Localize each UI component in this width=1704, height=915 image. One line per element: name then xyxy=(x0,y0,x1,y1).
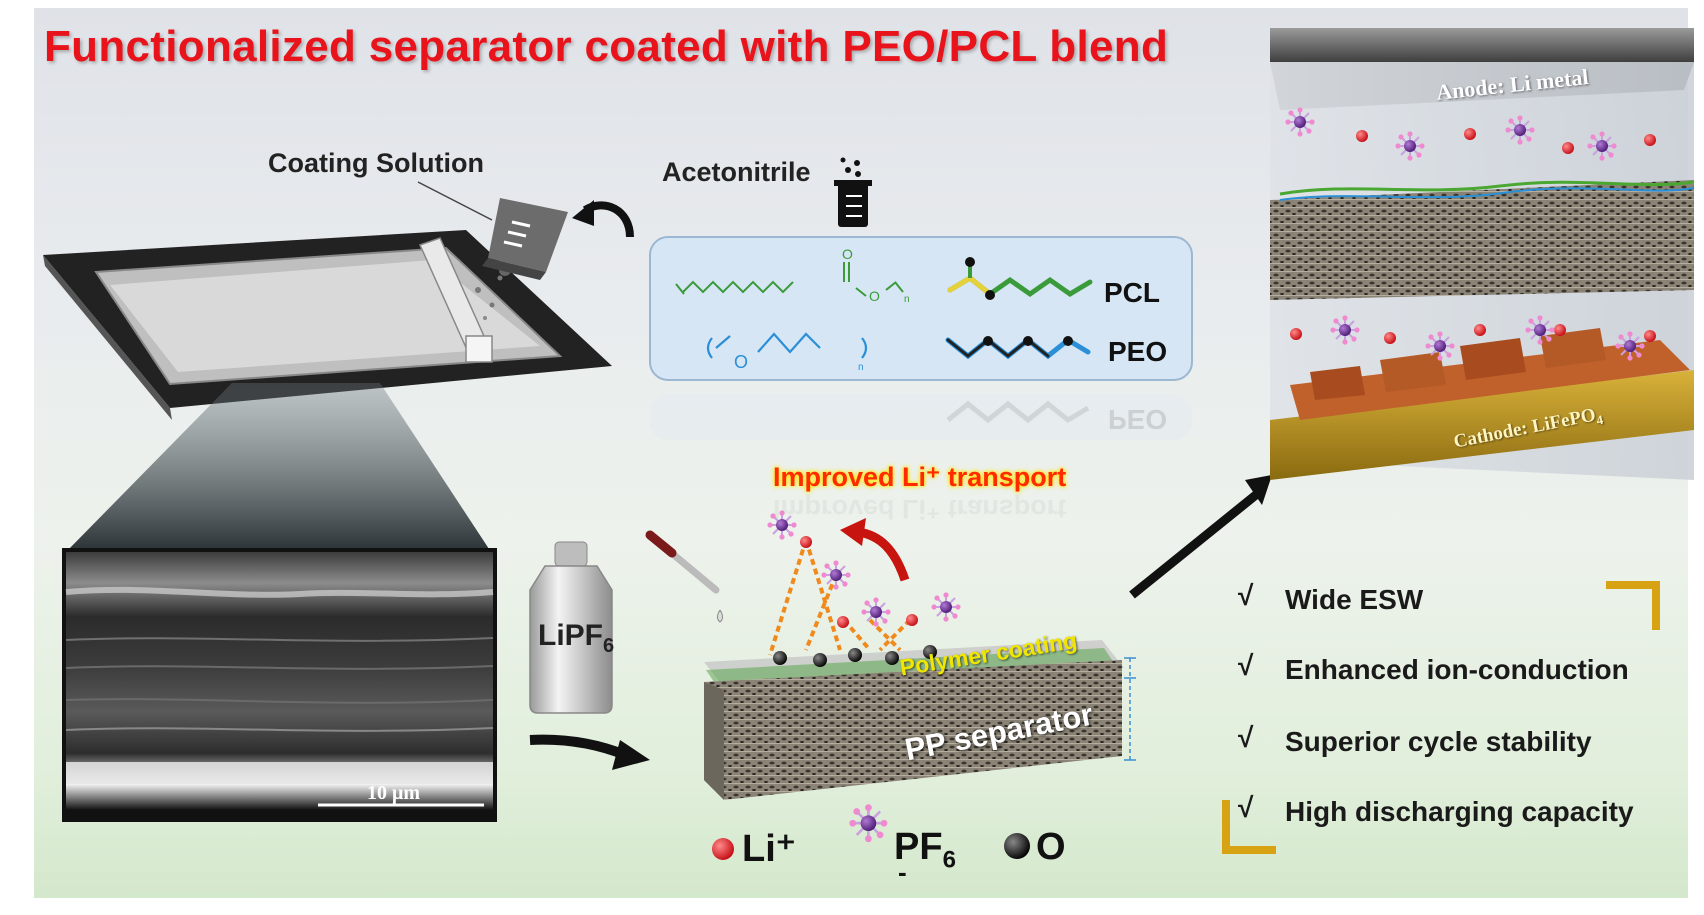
sem-image xyxy=(62,548,497,822)
peo-n-subscript: n xyxy=(858,362,864,373)
pp-separator-block xyxy=(704,640,1136,800)
check-icon: √ xyxy=(1238,722,1254,753)
pcl-chain-icon xyxy=(947,257,1093,300)
legend-pf6-charge: - xyxy=(898,857,907,887)
check-icon: √ xyxy=(1238,580,1254,611)
battery-li-ions xyxy=(1290,128,1656,344)
bottle-label-sub: 6 xyxy=(603,635,615,657)
legend-pf6-main: PF xyxy=(894,826,943,868)
lipf6-bottle-icon xyxy=(529,541,613,714)
coating-solution-label: Coating Solution xyxy=(268,148,484,178)
bottle-label: LiPF6 xyxy=(538,619,614,658)
peo-label: PEO xyxy=(1108,336,1168,367)
legend-pf6-label: PF6 xyxy=(894,826,956,875)
legend-o-label: O xyxy=(1036,826,1066,868)
feature-item: Enhanced ion-conduction xyxy=(1285,654,1629,685)
legend-li-label: Li⁺ xyxy=(742,828,796,870)
figure-title: Functionalized separator coated with PEO… xyxy=(44,22,1169,71)
curved-arrow-head-icon xyxy=(572,200,594,226)
bottle-arrow-head-icon xyxy=(612,740,650,770)
oxygen-atoms xyxy=(773,645,937,667)
pcl-ester-o: O xyxy=(869,288,880,304)
peo-ether-o: O xyxy=(734,352,749,372)
pcl-label: PCL xyxy=(1104,277,1160,308)
peo-chain-icon xyxy=(945,336,1091,360)
red-arrow-head-icon xyxy=(840,518,866,546)
peo-structure xyxy=(706,332,868,359)
legend-o-icon xyxy=(1004,833,1030,859)
diagonal-arrow-head-icon xyxy=(1245,475,1272,505)
battery-cell xyxy=(1270,28,1695,480)
magnification-beam xyxy=(66,383,491,552)
acetonitrile-label: Acetonitrile xyxy=(662,157,811,187)
polymer-structures-panel xyxy=(649,236,1193,440)
applicator-rod-icon xyxy=(418,237,511,363)
coating-tray xyxy=(43,230,612,420)
bottle-arrow-icon xyxy=(529,734,627,760)
leader-line xyxy=(417,181,493,221)
red-curved-arrow-icon xyxy=(857,527,910,582)
check-icon: √ xyxy=(1238,650,1254,681)
diagonal-arrow-icon xyxy=(1129,486,1265,599)
li-ions-separator xyxy=(800,536,918,628)
improved-transport-label: Improved Li⁺ transport xyxy=(773,462,1067,492)
legend-pf6-icon xyxy=(848,802,889,844)
dropper-icon xyxy=(645,530,723,623)
feature-item: High discharging capacity xyxy=(1285,796,1634,827)
check-icon: √ xyxy=(1238,792,1254,823)
bottle-label-main: LiPF xyxy=(538,619,603,652)
gold-corner-top-icon xyxy=(1606,581,1660,630)
gold-corner-bottom-icon xyxy=(1222,800,1276,854)
pcl-carbonyl-o: O xyxy=(842,246,853,262)
li-transport-paths xyxy=(768,539,912,656)
sem-scale-label: 10 μm xyxy=(367,782,420,804)
acetonitrile-beaker-icon xyxy=(834,157,872,227)
feature-item: Superior cycle stability xyxy=(1285,726,1592,757)
pouring-beaker-icon xyxy=(482,198,568,280)
peo-chain-reflection xyxy=(946,400,1090,424)
legend-pf6-sub: 6 xyxy=(942,846,956,874)
improved-transport-reflection: Improved Li⁺ transport xyxy=(773,494,1067,524)
feature-item: Wide ESW xyxy=(1285,584,1424,615)
legend-li-icon xyxy=(712,838,734,860)
pcl-n-subscript: n xyxy=(904,294,910,305)
pcl-structure xyxy=(675,262,904,297)
peo-label-reflection: PEO xyxy=(1108,404,1168,435)
